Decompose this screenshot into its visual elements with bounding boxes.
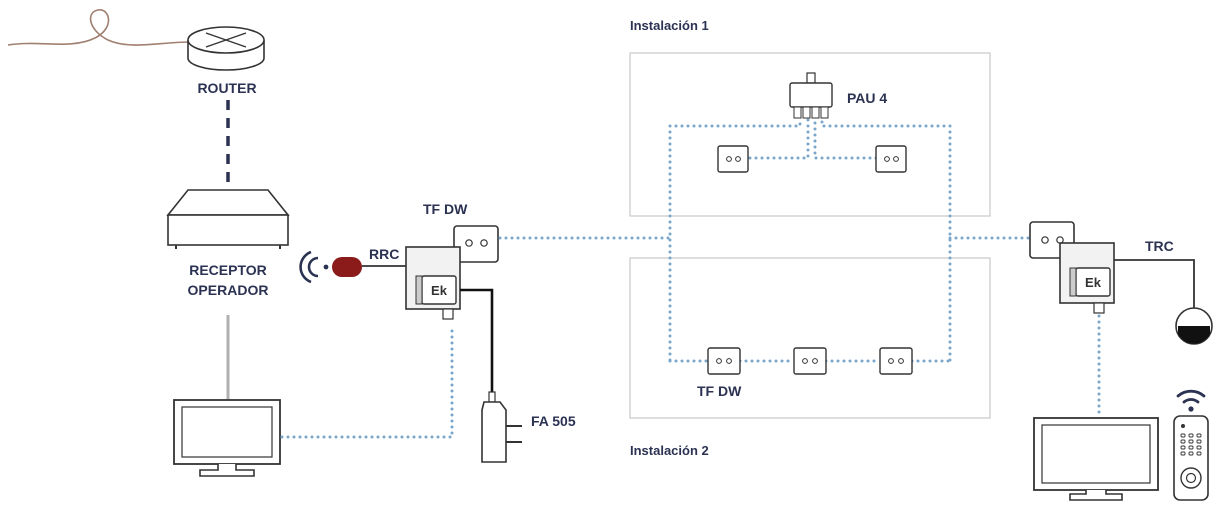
- pau-4-label: PAU 4: [847, 90, 888, 106]
- tv-icon: [1033, 417, 1159, 501]
- remote-control-icon: [1173, 415, 1209, 501]
- receptor-label-line2: OPERADOR: [187, 282, 269, 298]
- tv-icon: [173, 399, 281, 477]
- ek-badge-left: Ek: [431, 283, 448, 298]
- ek-badge-right: Ek: [1085, 275, 1102, 290]
- rrc-label: RRC: [369, 246, 400, 262]
- rrc-sensor: [332, 257, 362, 277]
- ir-signal-icon: [299, 250, 329, 284]
- power-adapter-icon: [481, 391, 522, 463]
- installation-2-box: [629, 257, 991, 419]
- set-top-box-icon: [166, 189, 290, 249]
- tf-dw-top-label: TF DW: [423, 201, 468, 217]
- trc-label: TRC: [1145, 238, 1174, 254]
- fa-505-label: FA 505: [531, 413, 576, 429]
- wall-socket-icon: [879, 347, 913, 375]
- trc-cable: [1114, 259, 1195, 308]
- wifi-icon: [1176, 389, 1206, 404]
- wall-socket-icon: [717, 145, 749, 173]
- router-label: ROUTER: [197, 80, 257, 96]
- instalacion-2-label: Instalación 2: [630, 443, 709, 458]
- ek-adapter-left: [405, 246, 461, 320]
- ir-eye-icon: [1175, 307, 1213, 345]
- wall-socket-icon: [707, 347, 741, 375]
- router-icon: [187, 26, 265, 71]
- router-cable: [7, 9, 191, 46]
- ek-adapter-right: [1059, 242, 1115, 314]
- tv-tfdw-link: [280, 323, 454, 439]
- wall-socket-icon: [875, 145, 907, 173]
- wall-socket-icon: [453, 225, 499, 263]
- receptor-label-line1: RECEPTOR: [189, 262, 267, 278]
- tf-dw-bottom-label: TF DW: [697, 383, 742, 399]
- wall-socket-icon: [793, 347, 827, 375]
- installation-1-wiring: [668, 116, 952, 362]
- pau-splitter-icon: [789, 72, 833, 119]
- instalacion-1-label: Instalación 1: [630, 18, 709, 33]
- power-cable: [460, 288, 494, 400]
